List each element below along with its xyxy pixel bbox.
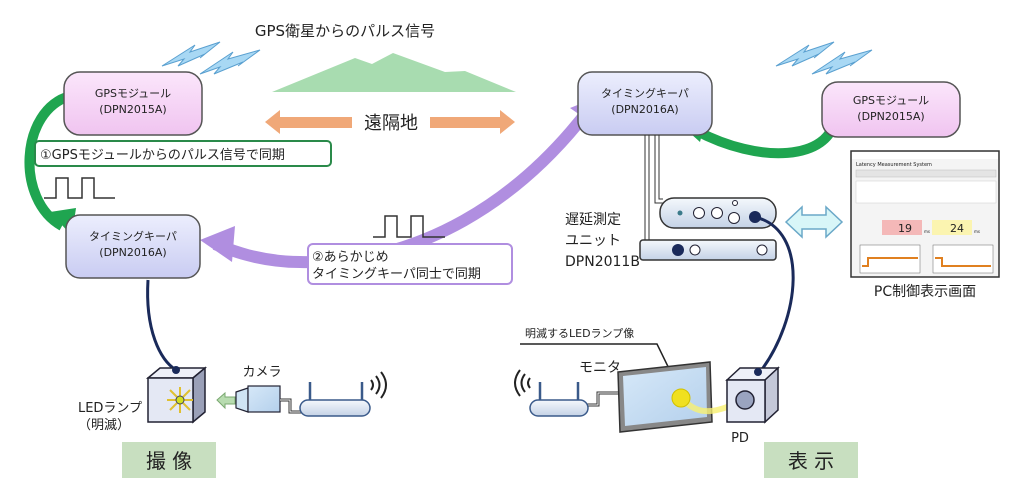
pulse-waveform-left: [44, 177, 115, 199]
title: GPS衛星からのパルス信号: [255, 22, 435, 40]
lightning-icon: [161, 41, 873, 75]
led-image-icon: [671, 388, 691, 408]
pc-link-arrow: [784, 205, 844, 239]
monitor-label: モニタ: [579, 360, 621, 376]
sync1-label-box: [34, 140, 332, 167]
led-image-label: 明滅するLEDランプ像: [525, 327, 634, 340]
led-lamp-sublabel: （明滅）: [78, 418, 130, 433]
pd-sensor-cube: [725, 366, 780, 424]
pc-control-screen: Latency Measurement System 19 24 ms ms: [850, 150, 1000, 278]
timing-keeper-left: [65, 214, 201, 279]
timing-keeper-right-name: タイミングキーパ: [601, 86, 689, 100]
sync2-label-line1: ②あらかじめ: [312, 250, 389, 265]
pulse-waveform-middle: [373, 215, 445, 238]
camera-label: カメラ: [242, 365, 281, 380]
connection-lines: [644, 135, 668, 251]
monitor-icon: [617, 361, 713, 433]
remote-label: 遠隔地: [364, 113, 418, 134]
wireless-icon-left: [370, 371, 387, 399]
pc-unit-left: ms: [924, 229, 930, 234]
sync2-label-box: [307, 243, 513, 285]
cable-pd: [754, 215, 795, 373]
pc-value-left: 19: [898, 222, 912, 235]
camera-icon: [235, 385, 281, 413]
pc-value-right: 24: [950, 222, 964, 235]
pc-window-title: Latency Measurement System: [856, 162, 932, 168]
delay-unit-label-1: 遅延測定: [565, 212, 621, 228]
delay-unit-label-3: DPN2011B: [565, 254, 640, 270]
sync1-label: ①GPSモジュールからのパルス信号で同期: [40, 148, 285, 163]
capture-label: 撮 像: [146, 449, 192, 473]
pc-caption: PC制御表示画面: [874, 284, 976, 300]
sync-arrow-right: [692, 116, 840, 159]
led-lamp-label: LEDランプ: [78, 401, 142, 416]
gps-module-right-model: (DPN2015A): [857, 110, 924, 123]
sync2-label-line2: タイミングキーパ同士で同期: [312, 267, 481, 282]
mountain-shape: [272, 53, 516, 92]
led-lamp-cube: [145, 366, 208, 424]
capture-label-box: [122, 442, 216, 478]
timing-keeper-left-model: (DPN2016A): [99, 246, 166, 259]
delay-unit-label-2: ユニット: [565, 233, 621, 249]
display-label-box: [764, 442, 858, 478]
timing-keeper-left-name: タイミングキーパ: [89, 229, 177, 243]
gps-module-right-name: GPSモジュール: [853, 94, 929, 107]
router-icon-right: [529, 382, 589, 417]
gps-module-left: [63, 71, 203, 136]
gps-module-left-name: GPSモジュール: [95, 87, 171, 100]
pc-unit-right: ms: [974, 229, 980, 234]
gps-module-left-model: (DPN2015A): [99, 103, 166, 116]
display-label: 表 示: [788, 449, 834, 473]
gps-module-right: [821, 81, 961, 138]
router-icon-left: [299, 382, 371, 417]
wireless-icon-right: [514, 369, 531, 397]
sync-arrow-left: [24, 91, 72, 231]
camera-view-arrow: [216, 391, 236, 410]
remote-distance-arrow: [265, 110, 515, 134]
cable-led: [146, 279, 177, 372]
delay-unit-device: [639, 197, 777, 261]
pd-label: PD: [731, 431, 749, 446]
timing-keeper-right-model: (DPN2016A): [611, 103, 678, 116]
